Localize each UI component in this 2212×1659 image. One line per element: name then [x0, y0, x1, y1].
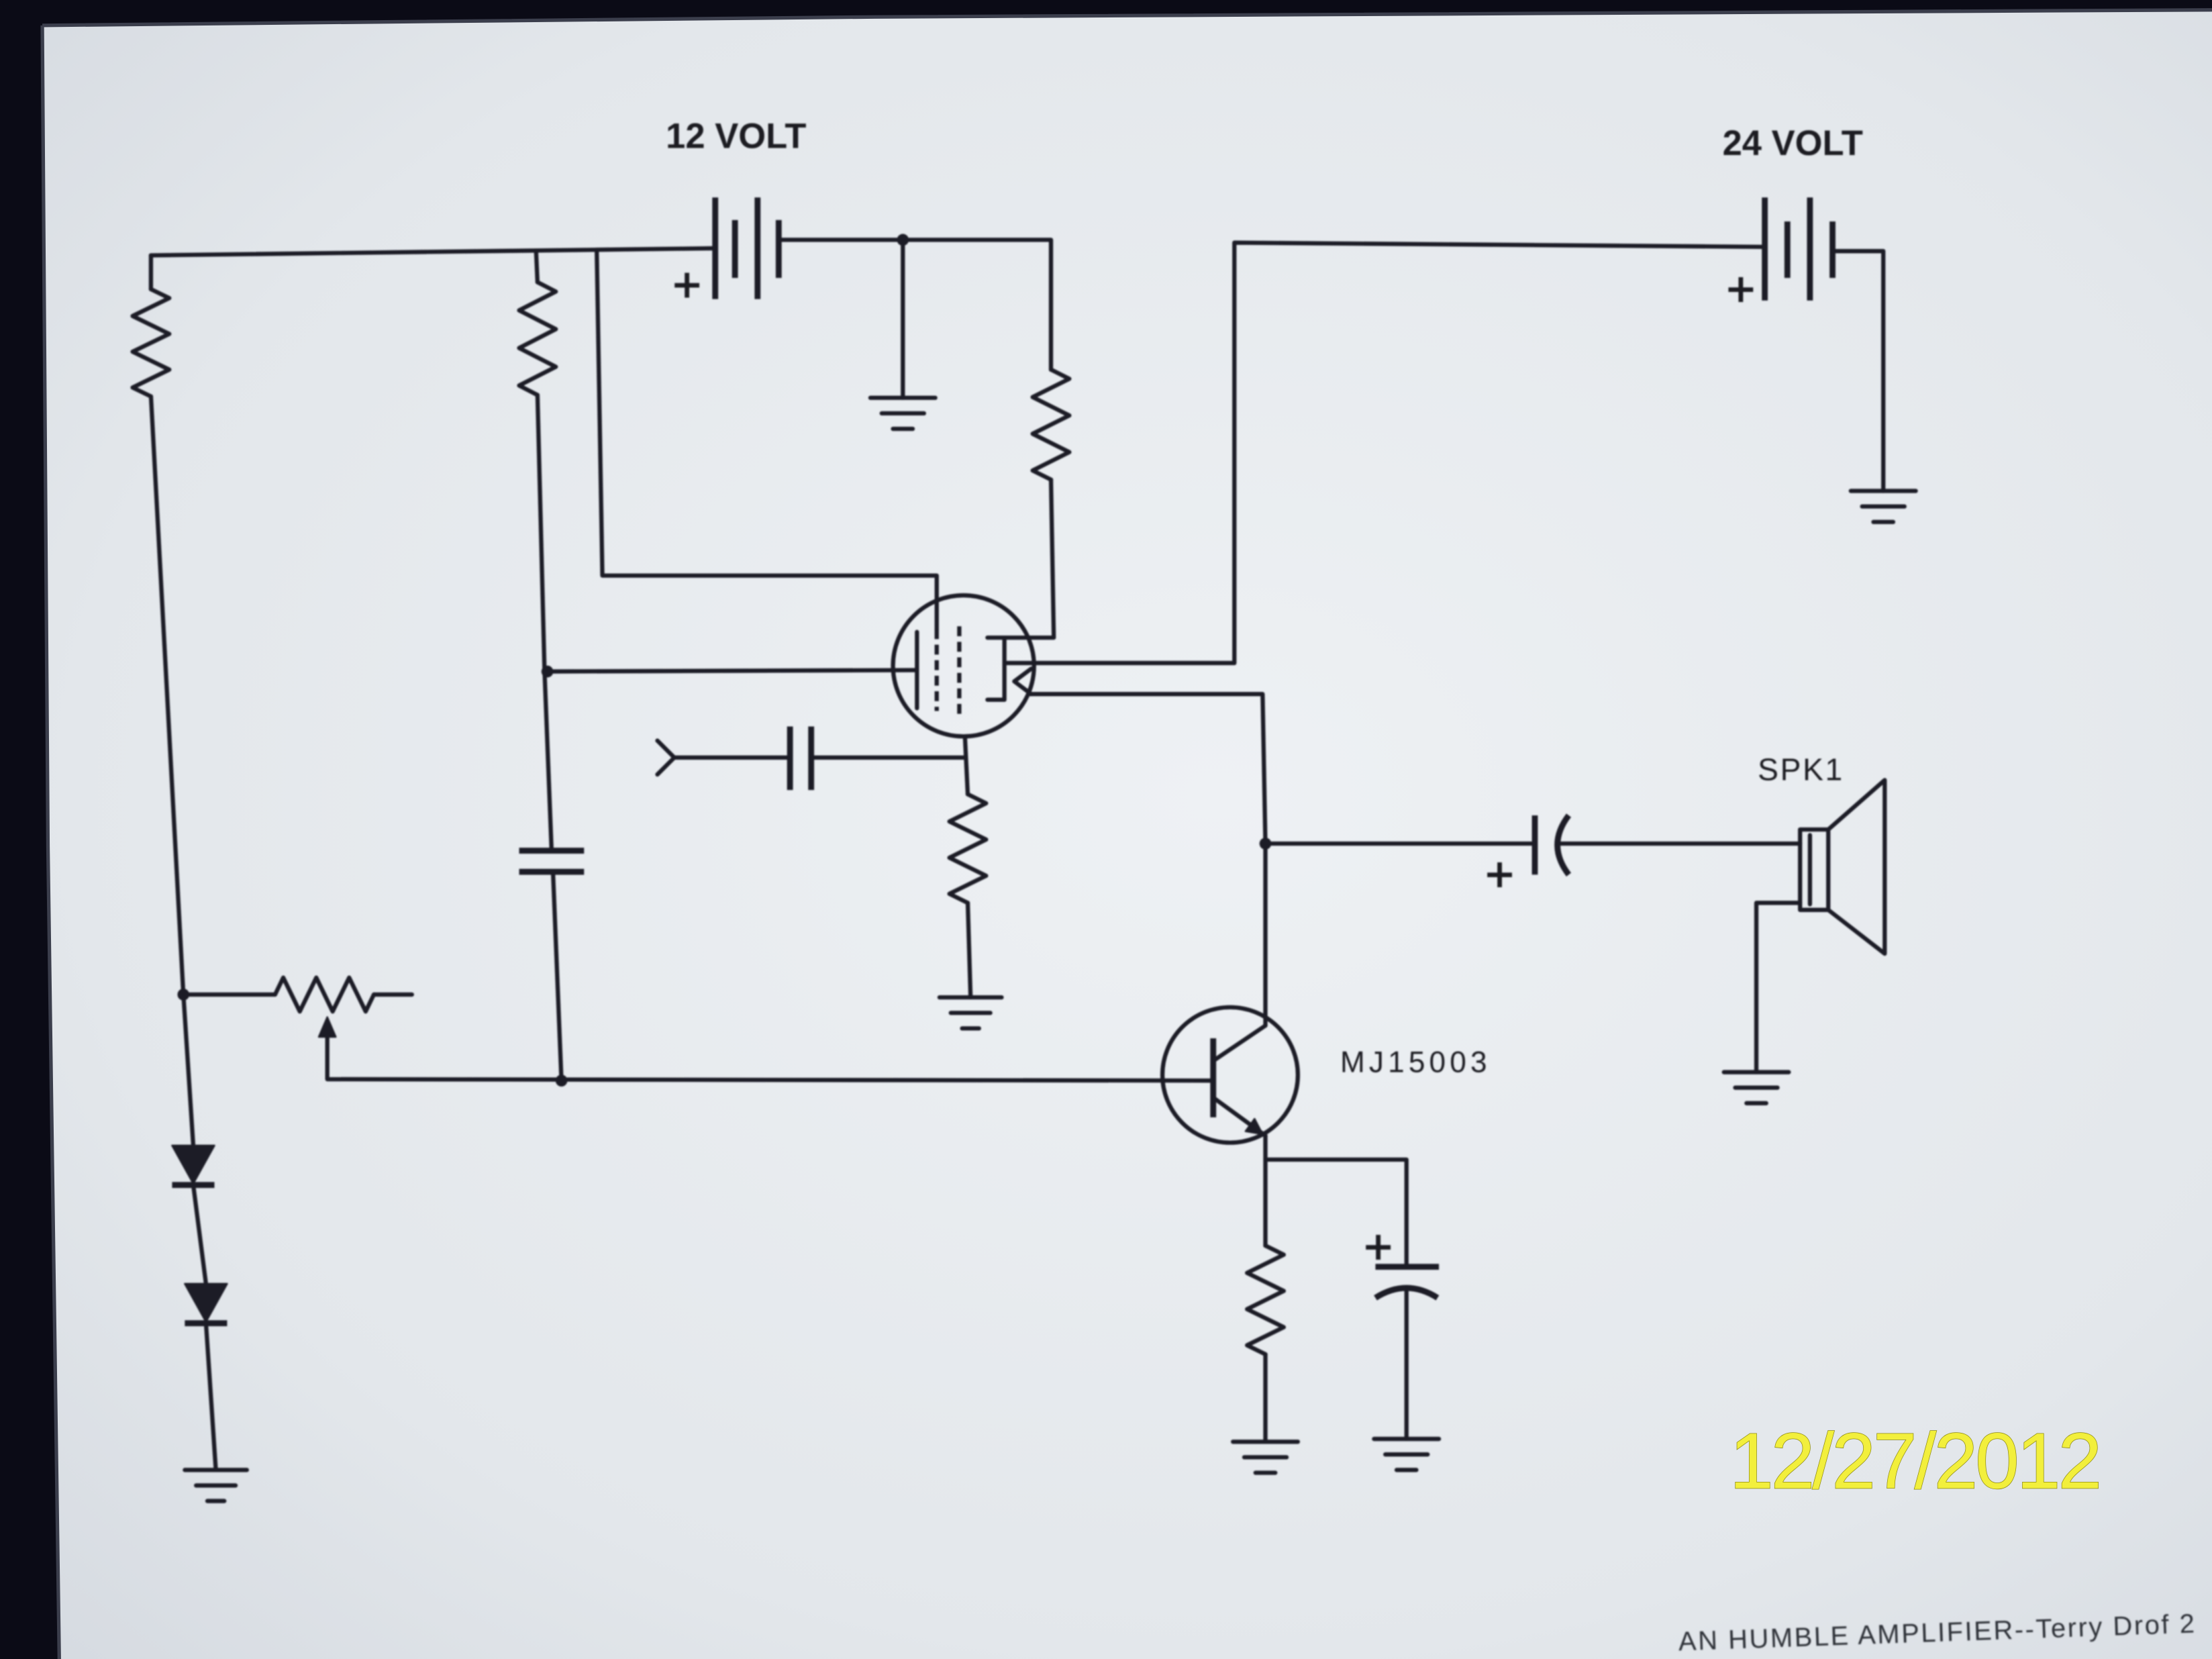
diode-triangle [171, 1144, 215, 1185]
battery-24v [1762, 197, 1836, 301]
circuit-drawing: 12 VOLT 24 VOLT SPK1 MJ15003 + + + + AN … [130, 117, 2195, 1656]
resistor [130, 287, 172, 399]
wire [325, 1034, 1215, 1083]
electrolytic-capacitor [1374, 1264, 1440, 1301]
node-dot [541, 665, 554, 678]
wire [148, 246, 717, 258]
label-mj15003: MJ15003 [1340, 1046, 1487, 1079]
potentiometer-zigzag [272, 975, 376, 1014]
vacuum-tube [891, 593, 1036, 739]
wire [1026, 692, 1268, 1028]
wire [1002, 240, 1767, 666]
transistor [1160, 1005, 1301, 1145]
plus-sign: + [1362, 1223, 1395, 1269]
node-dot [1259, 838, 1272, 850]
plus-sign: + [670, 261, 703, 307]
diode [171, 1144, 215, 1189]
resistor [517, 280, 558, 397]
node-dot [897, 234, 909, 246]
resistor [1030, 367, 1072, 482]
input-terminal-arrow [655, 738, 676, 777]
wire [534, 249, 540, 285]
speaker [1798, 778, 1887, 956]
transistor-emitter-arrow [1244, 1117, 1264, 1136]
potentiometer-wiper-arrow [317, 1016, 337, 1038]
wire [191, 1183, 209, 1287]
screen-edge-line [40, 8, 2212, 1659]
resistor [1245, 1243, 1287, 1357]
wire [550, 869, 564, 1083]
wire [1002, 477, 1056, 640]
wire [545, 668, 919, 674]
transistor-collector [1211, 1023, 1268, 1063]
diode-triangle [184, 1283, 228, 1323]
wire [1830, 249, 1886, 493]
ground-symbol [1848, 489, 1918, 524]
ground-symbol [868, 395, 938, 432]
potentiometer [272, 975, 376, 1038]
wire [776, 238, 1054, 372]
capacitor-curved-plate [1374, 1285, 1440, 1301]
tube-electrode [1012, 666, 1034, 697]
resistor [947, 792, 989, 905]
plus-sign: + [1483, 850, 1516, 897]
label-24-volt: 24 VOLT [1723, 123, 1863, 163]
wire [965, 901, 973, 1000]
label-12-volt: 12 VOLT [666, 117, 806, 156]
ground-symbol [1721, 1070, 1791, 1105]
capacitor [787, 726, 815, 791]
node-dot [177, 989, 190, 1001]
transistor-envelope [1160, 1005, 1301, 1145]
junction-dots [177, 234, 1272, 1087]
battery-12v [712, 197, 782, 299]
capacitor [519, 848, 585, 875]
date-stamp: 12/27/2012 [1729, 1417, 2102, 1505]
electrolytic-capacitor [1531, 813, 1572, 876]
wire [1263, 1157, 1409, 1269]
ground-symbol [1231, 1440, 1301, 1475]
capacitor-curved-plate [1554, 813, 1572, 876]
plus-sign: + [1724, 265, 1757, 311]
wire [1754, 901, 1803, 1074]
wire [203, 1321, 218, 1472]
speaker-cone [1826, 778, 1887, 956]
node-dot [555, 1074, 568, 1087]
label-spk1: SPK1 [1758, 752, 1842, 787]
ground-symbol [937, 995, 1004, 1031]
diode [184, 1283, 228, 1327]
tube-envelope [891, 593, 1036, 739]
tube-plate [985, 635, 1007, 702]
ground-symbol [1372, 1436, 1442, 1472]
wire [962, 734, 970, 797]
ground-symbol [183, 1468, 250, 1503]
